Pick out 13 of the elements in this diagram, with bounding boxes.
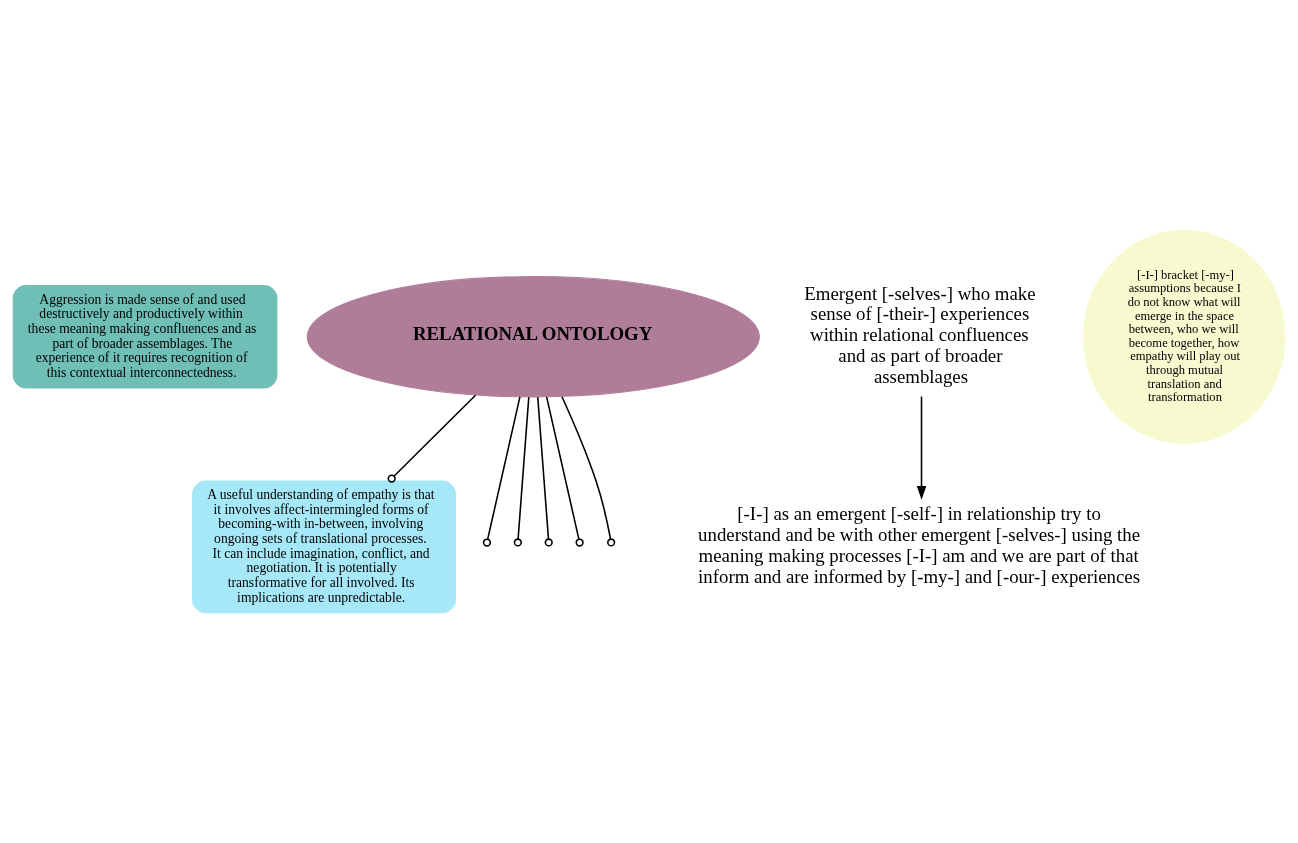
- connector: [545, 396, 580, 540]
- arrow: [916, 395, 927, 500]
- node-text: [-I-] as an emergent [-self-] in relationship try to understand and be with other emergent [-selves-] using the meaning making processes [-I-] am and we are part of that inform and are informed by [-my-] and [-our-] experiences: [698, 503, 1141, 587]
- node-box: A useful understanding of empathy is that it involves affect-intermingled forms of becoming-with in-between, involving ongoing sets of translational processes. It can include imagination, conflict, and negotiation. It is potentially transformative for all involved. Its implications are unpredictable.: [192, 480, 456, 614]
- connector: [536, 396, 550, 540]
- node-circle: [-I-] bracket [-my-] assumptions because I do not know what will emerge in the space between, who we will become together, how empathy will play out through mutual translation and transformation: [1082, 229, 1286, 444]
- connector: [387, 394, 477, 483]
- connector: [561, 396, 612, 540]
- node-text: Emergent [-selves-] who make sense of [-their-] experiences within relational confluences and as part of broader assemblages: [804, 282, 1036, 388]
- connector: [486, 396, 521, 540]
- node-box: Aggression is made sense of and used destructively and productively within these meaning making confluences and as part of broader assemblages. The experience of it requires recognition of this contextual interconnectedness.: [12, 284, 278, 389]
- connector: [517, 396, 530, 540]
- node-ellipse: RELATIONAL ONTOLOGY: [306, 276, 760, 398]
